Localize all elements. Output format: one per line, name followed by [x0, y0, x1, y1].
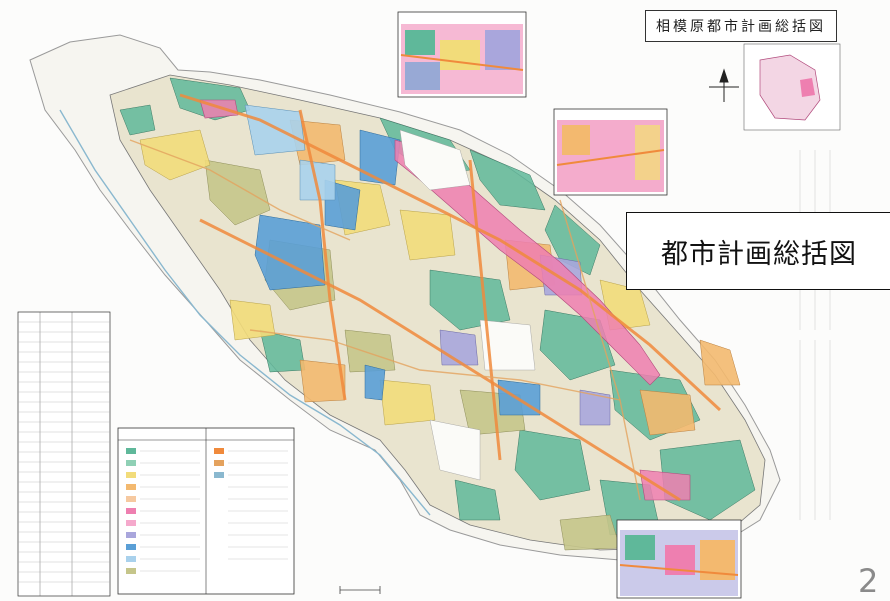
- scale-bar: [339, 586, 381, 594]
- zone-industrial-blue: [254, 129, 541, 416]
- river: [59, 109, 431, 516]
- inset-map-top: [397, 11, 527, 98]
- zone-industrial-light-blue: [244, 104, 336, 201]
- map-sheet-title: 相模原都市計画総括図: [645, 10, 837, 42]
- page-number: 2: [858, 562, 879, 600]
- legend-swatches: [126, 448, 224, 574]
- inset-map-middle: [553, 108, 668, 196]
- compass-icon: [709, 68, 739, 102]
- inset-map-bottom: [616, 519, 742, 599]
- locator-map: [743, 43, 841, 131]
- notes-panel: [799, 150, 831, 520]
- zone-white: [399, 129, 536, 481]
- legend-table: [117, 427, 295, 595]
- callout-label: 都市計画総括図: [626, 212, 890, 290]
- statistics-table: [17, 311, 111, 597]
- road-network: [179, 93, 722, 502]
- road-network-minor: [129, 139, 641, 501]
